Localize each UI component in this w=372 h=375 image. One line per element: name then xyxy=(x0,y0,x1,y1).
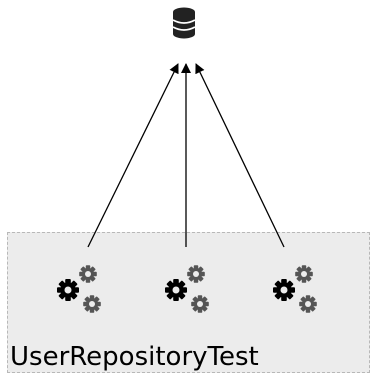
gears-icon xyxy=(165,265,209,313)
database-icon xyxy=(172,7,196,39)
test-group-label: UserRepositoryTest xyxy=(10,342,259,372)
dependency-arrow-3 xyxy=(195,63,285,248)
dependency-arrow-1 xyxy=(87,63,179,248)
gears-icon xyxy=(273,265,317,313)
gears-icon xyxy=(57,265,101,313)
